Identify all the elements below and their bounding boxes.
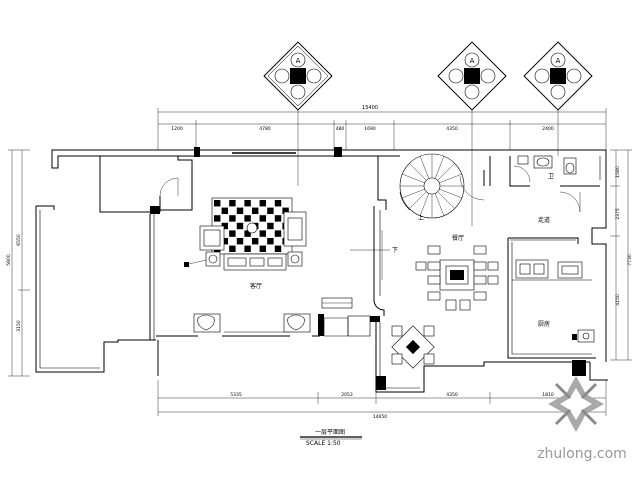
- rug-tile: [229, 230, 236, 237]
- dim-top-seg: 1690: [364, 126, 376, 132]
- rug-tile: [274, 200, 282, 207]
- kitchen-fixtures: [512, 259, 595, 343]
- rug-tile: [229, 245, 236, 252]
- rug-tile: [267, 222, 274, 230]
- rug-tile: [252, 238, 259, 245]
- dim-bottom-seg: 1810: [542, 392, 554, 398]
- top-dimension-chain: 15400 1200 4780 480 1690 4350 2400: [157, 105, 607, 150]
- rug-tile: [221, 222, 228, 230]
- dim-top-seg: 4350: [446, 126, 458, 132]
- dim-top-seg: 4780: [259, 126, 271, 132]
- dim-bottom-seg: 4350: [446, 392, 458, 398]
- rug-tile: [244, 215, 251, 222]
- dining-table-set: [415, 245, 499, 311]
- stair-arrow: 下: [350, 230, 398, 280]
- rug-tile: [259, 215, 266, 222]
- bottom-dimension-chain: 5335 2053 4350 1810 14650: [157, 380, 607, 420]
- dim-right-seg: 2375: [615, 208, 621, 220]
- dim-top-seg: 1200: [171, 126, 183, 132]
- label-living-room: 客厅: [250, 282, 262, 290]
- left-dimension-chain: 5800 6550 3150: [6, 149, 30, 377]
- bathroom-fixtures: [517, 155, 577, 175]
- elevation-marker-kitchen: A: [523, 41, 593, 156]
- rug-tile: [244, 245, 251, 252]
- elevation-marker-dining: A: [437, 41, 507, 226]
- watermark-text: zhulong.com: [537, 446, 627, 462]
- rug-tile: [236, 207, 244, 214]
- rug-tile: [259, 245, 266, 252]
- rug-tile: [229, 215, 236, 222]
- elevation-marker-living: A: [263, 41, 333, 186]
- label-kitchen: 厨房: [538, 320, 550, 328]
- rug-tile: [214, 215, 221, 222]
- rug-tile: [274, 215, 282, 222]
- watermark-logo: [548, 376, 604, 432]
- dim-bottom-seg: 5335: [230, 392, 242, 398]
- rug-tile: [221, 238, 228, 245]
- marker-top-letter: A: [470, 57, 475, 65]
- scale-label: SCALE 1:50: [306, 440, 341, 447]
- walls: [35, 147, 608, 393]
- label-corridor: 走道: [538, 216, 550, 224]
- marker-top-letter: A: [296, 57, 301, 65]
- dim-right-seg: 7730: [627, 254, 633, 266]
- dim-top-total: 15400: [362, 105, 378, 111]
- rug-tile: [274, 245, 282, 252]
- rug-tile: [244, 230, 251, 237]
- label-bathroom: 卫: [548, 173, 554, 180]
- dim-left-seg: 6550: [16, 234, 22, 246]
- rug-center-ornament: [246, 222, 258, 234]
- rug-tile: [236, 238, 244, 245]
- spiral-staircase: 上: [399, 153, 465, 222]
- rug-tile: [267, 238, 274, 245]
- rug-tile: [244, 200, 251, 207]
- dim-left-seg: 3150: [16, 320, 22, 332]
- marker-top-letter: A: [556, 57, 561, 65]
- drawing-title-block: 一层平面图 SCALE 1:50: [300, 429, 362, 447]
- rug-tile: [229, 200, 236, 207]
- rug-tile: [252, 207, 259, 214]
- rug-tile: [274, 230, 282, 237]
- stair-up-label: 上: [418, 214, 424, 222]
- label-dining-room: 餐厅: [452, 234, 464, 242]
- plan-title: 一层平面图: [315, 429, 345, 436]
- rug-tile: [267, 207, 274, 214]
- rug-tile: [221, 207, 228, 214]
- rug-tile: [259, 230, 266, 237]
- rug-tile: [259, 200, 266, 207]
- rug-tile: [236, 222, 244, 230]
- dim-top-seg: 480: [336, 126, 345, 132]
- dim-right-seg: 1580: [615, 166, 621, 178]
- living-room-sofa-set: [184, 211, 311, 333]
- dim-bottom-total: 14650: [373, 414, 387, 420]
- right-dimension-chain: 1580 2375 4150 7730: [610, 149, 633, 361]
- dim-right-seg: 4150: [615, 294, 621, 306]
- rug-tile: [282, 207, 289, 214]
- rug-tile: [214, 200, 221, 207]
- stair-down-label: 下: [392, 247, 398, 254]
- round-table-set: [391, 325, 435, 369]
- dim-bottom-seg: 2053: [341, 392, 353, 398]
- dim-left-total: 5800: [6, 254, 12, 266]
- dim-top-seg: 2400: [542, 126, 554, 132]
